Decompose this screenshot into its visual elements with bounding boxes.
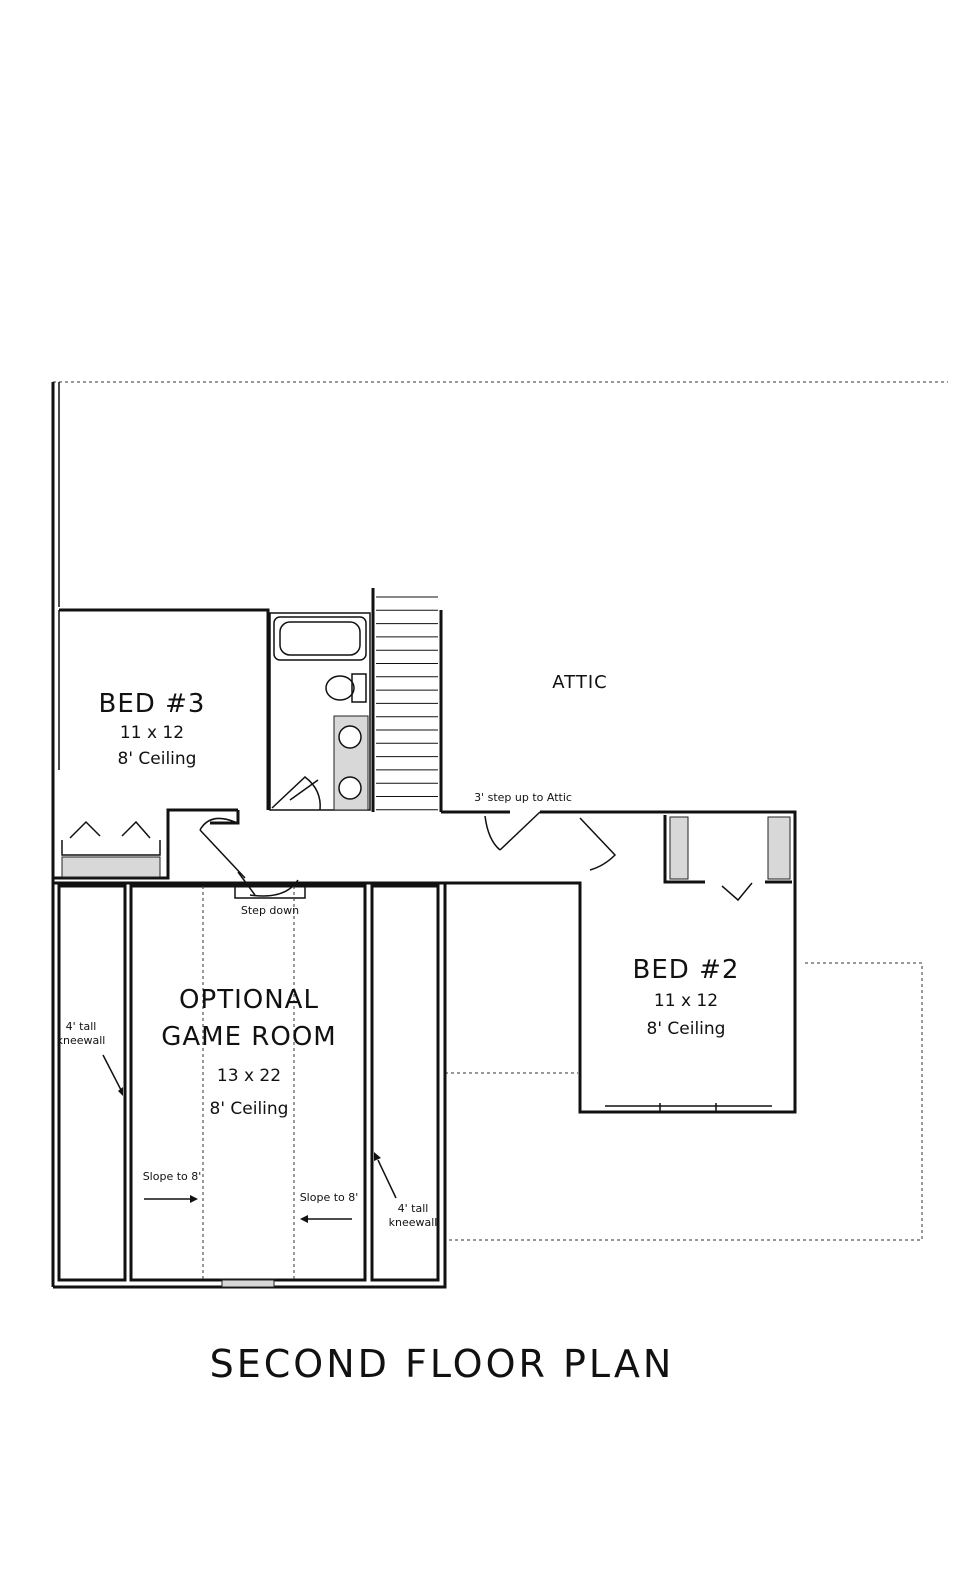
bed2-closet [663,815,792,902]
bed3-closet [61,820,161,878]
bed3-name: BED #3 [99,689,206,719]
bed3-ceiling: 8' Ceiling [118,749,197,769]
game-room-name-line1: OPTIONAL [179,985,319,1015]
slope-right-note: Slope to 8' [300,1191,359,1204]
game-room-name-line2: GAME ROOM [161,1022,337,1052]
bed2-ceiling: 8' Ceiling [647,1019,726,1039]
slope-left-note: Slope to 8' [143,1170,202,1183]
hall-walls [53,810,797,1114]
bathroom [269,612,371,811]
left-exterior-wall [51,382,60,1287]
bed3-walls [53,608,270,880]
kneewall-left-line2: kneewall [57,1034,106,1047]
bed3-dims: 11 x 12 [120,723,184,743]
game-room-dims: 13 x 22 [217,1066,281,1086]
bed2-name: BED #2 [633,955,740,985]
bed2-window [605,1103,772,1112]
kneewall-right-line1: 4' tall [398,1202,429,1215]
game-room-ceiling: 8' Ceiling [210,1099,289,1119]
stair [371,588,443,812]
attic-outline [53,381,948,1241]
attic-step-note: 3' step up to Attic [474,791,572,804]
attic-door [484,811,617,871]
plan-title: SECOND FLOOR PLAN [210,1342,675,1386]
bed2-dims: 11 x 12 [654,991,718,1011]
kneewall-left-line1: 4' tall [66,1020,97,1033]
game-room-walls [53,883,447,1289]
step-down-note: Step down [241,904,299,917]
slope-arrows [102,1054,397,1223]
attic-name: ATTIC [552,672,607,693]
kneewall-right-line2: kneewall [389,1216,438,1229]
